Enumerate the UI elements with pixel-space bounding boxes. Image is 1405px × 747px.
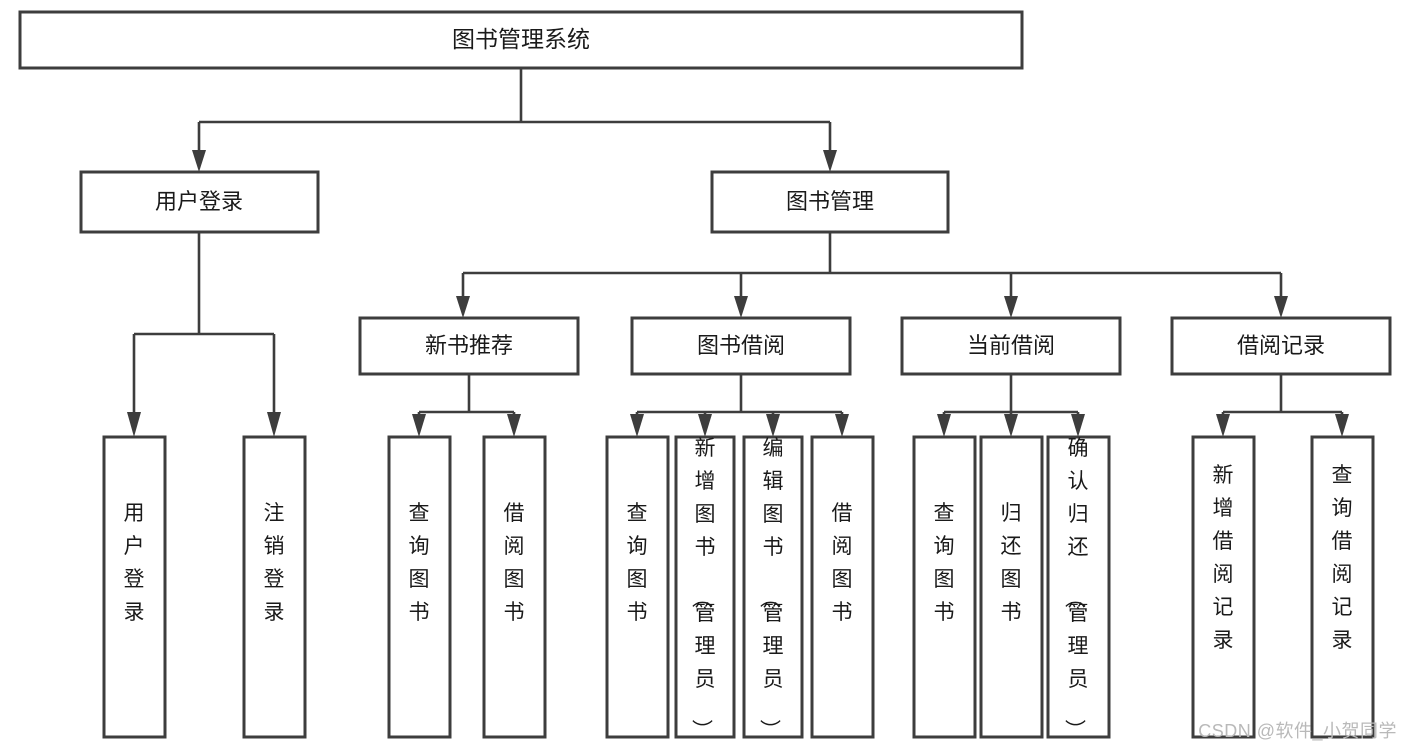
leaf-query-book-current-label: 查询图书: [934, 502, 955, 624]
arrow-borrow-book: [734, 296, 748, 318]
node-book-manage-box: [710, 170, 950, 234]
node-new-book-recommend-label: 新书推荐: [425, 333, 513, 358]
leaf-query-borrow-record[interactable]: 查询借阅记录: [1310, 435, 1375, 739]
node-root-box: [18, 10, 1024, 70]
node-current-borrow-label: 当前借阅: [967, 333, 1055, 358]
arrow-leaf-add-book: [698, 414, 712, 437]
leaf-query-book-current-box: [912, 435, 977, 739]
leaf-add-book-box: [674, 435, 736, 739]
node-user-login-box: [79, 170, 320, 234]
leaf-borrow-book-newbook-label: 借阅图书: [504, 502, 525, 624]
arrow-leaf-query-book-1: [412, 414, 426, 437]
arrow-current-borrow: [1004, 296, 1018, 318]
leaf-borrow-book-borrow-box: [810, 435, 875, 739]
arrow-borrow-record: [1274, 296, 1288, 318]
leaf-logout-label: 注销登录: [264, 502, 285, 624]
arrow-leaf-query-book-3: [937, 414, 951, 437]
leaf-add-borrow-record-label: 新增借阅记录: [1213, 464, 1234, 652]
leaf-return-book-box: [979, 435, 1044, 739]
node-borrow-record-box: [1170, 316, 1392, 376]
node-user-login[interactable]: 用户登录: [79, 170, 320, 234]
leaf-edit-book-label: 编辑图书（管理员）: [758, 437, 784, 740]
leaf-user-login-label: 用户登录: [124, 502, 145, 624]
node-book-borrow[interactable]: 图书借阅: [630, 316, 852, 376]
node-root-label: 图书管理系统: [452, 26, 590, 52]
leaf-logout-box: [242, 435, 307, 739]
leaf-borrow-book-newbook[interactable]: 借阅图书: [482, 435, 547, 739]
leaf-query-book-newbook-label: 查询图书: [409, 502, 430, 624]
leaf-query-book-newbook[interactable]: 查询图书: [387, 435, 452, 739]
leaf-add-borrow-record-box: [1191, 435, 1256, 739]
leaf-query-book-borrow[interactable]: 查询图书: [605, 435, 670, 739]
leaf-logout[interactable]: 注销登录: [242, 435, 307, 739]
leaf-confirm-return[interactable]: 确认归还（管理员）: [1046, 435, 1111, 740]
arrow-leaf-edit-book: [766, 414, 780, 437]
node-current-borrow-box: [900, 316, 1122, 376]
arrow-leaf-logout: [267, 412, 281, 437]
arrow-leaf-user-login: [127, 412, 141, 437]
leaf-query-book-newbook-box: [387, 435, 452, 739]
leaf-edit-book[interactable]: 编辑图书（管理员）: [742, 435, 804, 740]
leaf-user-login-box: [102, 435, 167, 739]
arrow-leaf-add-record: [1216, 414, 1230, 437]
node-new-book-recommend[interactable]: 新书推荐: [358, 316, 580, 376]
arrow-leaf-query-record: [1335, 414, 1349, 437]
leaf-borrow-book-borrow[interactable]: 借阅图书: [810, 435, 875, 739]
node-current-borrow[interactable]: 当前借阅: [900, 316, 1122, 376]
leaf-return-book-label: 归还图书: [1001, 502, 1022, 624]
node-book-borrow-label: 图书借阅: [697, 333, 785, 358]
leaf-confirm-return-label: 确认归还（管理员）: [1063, 437, 1089, 740]
leaf-borrow-book-newbook-box: [482, 435, 547, 739]
leaf-confirm-return-box: [1046, 435, 1111, 739]
leaf-edit-book-box: [742, 435, 804, 739]
leaf-add-book[interactable]: 新增图书（管理员）: [674, 435, 736, 740]
arrow-leaf-borrow-book-1: [507, 414, 521, 437]
arrow-leaf-return-book: [1004, 414, 1018, 437]
node-borrow-record-label: 借阅记录: [1237, 333, 1325, 358]
leaf-user-login[interactable]: 用户登录: [102, 435, 167, 739]
leaf-add-book-label: 新增图书（管理员）: [690, 437, 716, 740]
arrow-leaf-query-book-2: [630, 414, 644, 437]
arrow-book-manage: [823, 150, 837, 172]
node-root[interactable]: 图书管理系统: [18, 10, 1024, 70]
node-book-manage[interactable]: 图书管理: [710, 170, 950, 234]
arrow-user-login: [192, 150, 206, 172]
leaf-query-book-borrow-label: 查询图书: [627, 502, 648, 624]
leaf-query-book-borrow-box: [605, 435, 670, 739]
edge-group: [127, 68, 1349, 437]
arrow-new-book: [456, 296, 470, 318]
node-book-borrow-box: [630, 316, 852, 376]
node-new-book-recommend-box: [358, 316, 580, 376]
leaf-query-borrow-record-label: 查询借阅记录: [1332, 464, 1353, 652]
leaf-add-borrow-record[interactable]: 新增借阅记录: [1191, 435, 1256, 739]
leaf-query-borrow-record-box: [1310, 435, 1375, 739]
leaf-query-book-current[interactable]: 查询图书: [912, 435, 977, 739]
node-borrow-record[interactable]: 借阅记录: [1170, 316, 1392, 376]
leaf-return-book[interactable]: 归还图书: [979, 435, 1044, 739]
arrow-leaf-borrow-book-2: [835, 414, 849, 437]
arrow-leaf-confirm-return: [1071, 414, 1085, 437]
node-book-manage-label: 图书管理: [786, 189, 874, 214]
node-user-login-label: 用户登录: [155, 189, 243, 214]
leaf-borrow-book-borrow-label: 借阅图书: [832, 502, 853, 624]
